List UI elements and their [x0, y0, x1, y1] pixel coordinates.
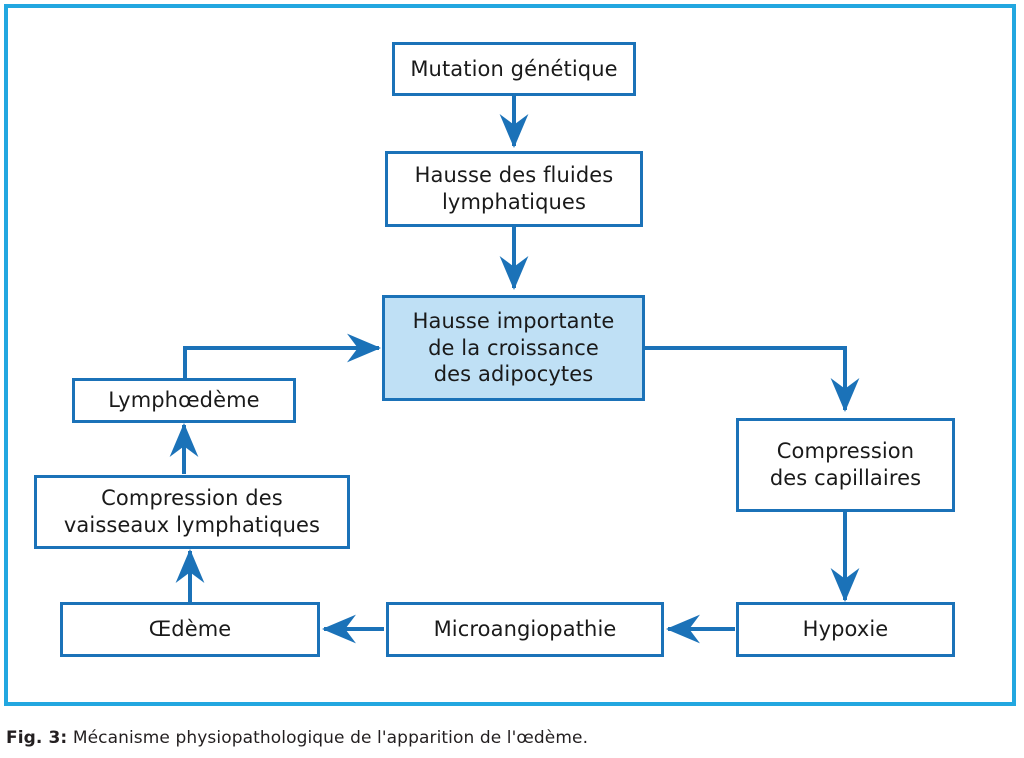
node-oedeme[interactable]: Œdème [60, 602, 320, 657]
figure-caption-text: Mécanisme physiopathologique de l'appari… [67, 728, 589, 748]
node-label: Hypoxie [802, 617, 889, 642]
node-label: Microangiopathie [433, 617, 617, 642]
figure-caption: Fig. 3: Mécanisme physiopathologique de … [6, 728, 1006, 748]
node-label: Mutation génétique [410, 56, 618, 81]
node-mutation-genetique[interactable]: Mutation génétique [392, 42, 636, 96]
node-compression-vaisseaux-lymphatiques[interactable]: Compression des vaisseaux lymphatiques [34, 475, 350, 549]
node-compression-capillaires[interactable]: Compression des capillaires [736, 418, 955, 512]
node-microangiopathie[interactable]: Microangiopathie [386, 602, 664, 657]
node-label: Œdème [148, 617, 232, 642]
node-label: Compression des vaisseaux lymphatiques [63, 486, 321, 537]
node-lymphoedeme[interactable]: Lymphœdème [72, 378, 296, 423]
node-hausse-croissance-adipocytes[interactable]: Hausse importante de la croissance des a… [382, 295, 645, 401]
node-label: Lymphœdème [108, 388, 260, 413]
figure-number: Fig. 3: [6, 728, 68, 748]
node-label: Hausse des fluides lymphatiques [414, 163, 614, 214]
node-label: Compression des capillaires [769, 439, 922, 490]
node-label: Hausse importante de la croissance des a… [412, 308, 615, 387]
node-hausse-fluides-lymphatiques[interactable]: Hausse des fluides lymphatiques [385, 151, 643, 227]
node-hypoxie[interactable]: Hypoxie [736, 602, 955, 657]
